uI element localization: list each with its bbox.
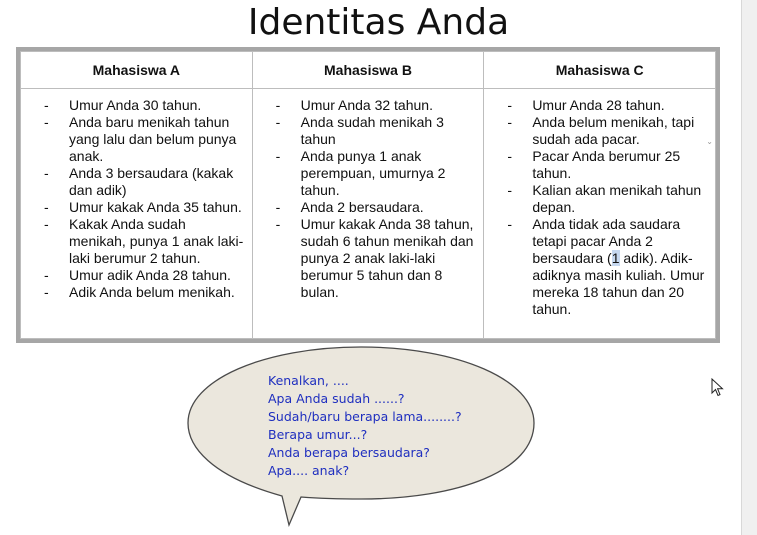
list-item: -Anda sudah menikah 3 tahun: [275, 114, 444, 147]
bubble-text: Kenalkan, .... Apa Anda sudah ......? Su…: [268, 372, 528, 480]
identity-table-frame[interactable]: ⌄ Mahasiswa A Mahasiswa B Mahasiswa C -U…: [16, 47, 720, 343]
list-item: -Pacar Anda berumur 25 tahun.: [507, 148, 681, 181]
bullet-list-a: -Umur Anda 30 tahun. -Anda baru menikah …: [31, 97, 246, 301]
column-header-mahasiswa-b: Mahasiswa B: [251, 51, 485, 89]
mouse-pointer-icon: [711, 378, 724, 397]
bubble-line: Apa Anda sudah ......?: [268, 391, 405, 406]
list-item: -Umur kakak Anda 38 tahun, sudah 6 tahun…: [275, 216, 474, 300]
list-item: -Kalian akan menikah tahun depan.: [507, 182, 702, 215]
cell-mahasiswa-c[interactable]: -Umur Anda 28 tahun. -Anda belum menikah…: [483, 88, 716, 339]
list-item: -Anda baru menikah tahun yang lalu dan b…: [44, 114, 237, 164]
list-item: -Umur kakak Anda 35 tahun.: [44, 199, 242, 215]
bubble-line: Anda berapa bersaudara?: [268, 445, 430, 460]
bubble-line: Berapa umur...?: [268, 427, 368, 442]
list-item: -Umur Anda 30 tahun.: [44, 97, 202, 113]
slide-title: Identitas Anda: [247, 2, 510, 43]
speech-bubble-shape: [187, 346, 535, 528]
column-header-mahasiswa-c: Mahasiswa C: [483, 51, 716, 89]
bubble-line: Apa.... anak?: [268, 463, 350, 478]
bubble-line: Kenalkan, ....: [268, 373, 349, 388]
list-item: -Anda 3 bersaudara (kakak dan adik): [44, 165, 234, 198]
bullet-list-b: -Umur Anda 32 tahun. -Anda sudah menikah…: [263, 97, 478, 301]
cell-mahasiswa-b[interactable]: -Umur Anda 32 tahun. -Anda sudah menikah…: [251, 88, 485, 339]
speech-bubble: [187, 346, 535, 528]
list-item: -Kakak Anda sudah menikah, punya 1 anak …: [44, 216, 244, 266]
list-item: -Umur Anda 32 tahun.: [275, 97, 433, 113]
column-header-mahasiswa-a: Mahasiswa A: [20, 51, 253, 89]
bullet-list-c: -Umur Anda 28 tahun. -Anda belum menikah…: [494, 97, 709, 318]
list-item: -Anda belum menikah, tapi sudah ada paca…: [507, 114, 695, 147]
bubble-line: Sudah/baru berapa lama........?: [268, 409, 462, 424]
right-scroll-strip[interactable]: [741, 0, 757, 535]
list-item: -Anda 2 bersaudara.: [275, 199, 424, 215]
list-item: -Umur adik Anda 28 tahun.: [44, 267, 231, 283]
identity-table: Mahasiswa A Mahasiswa B Mahasiswa C -Umu…: [20, 51, 716, 339]
text-selection-highlight[interactable]: 1: [611, 250, 620, 266]
list-item: -Umur Anda 28 tahun.: [507, 97, 665, 113]
table-scroll-marker-icon: ⌄: [706, 137, 713, 146]
list-item: -Anda punya 1 anak perempuan, umurnya 2 …: [275, 148, 446, 198]
list-item: -Anda tidak ada saudara tetapi pacar And…: [507, 216, 705, 317]
list-item: -Adik Anda belum menikah.: [44, 284, 235, 300]
cell-mahasiswa-a[interactable]: -Umur Anda 30 tahun. -Anda baru menikah …: [20, 88, 253, 339]
